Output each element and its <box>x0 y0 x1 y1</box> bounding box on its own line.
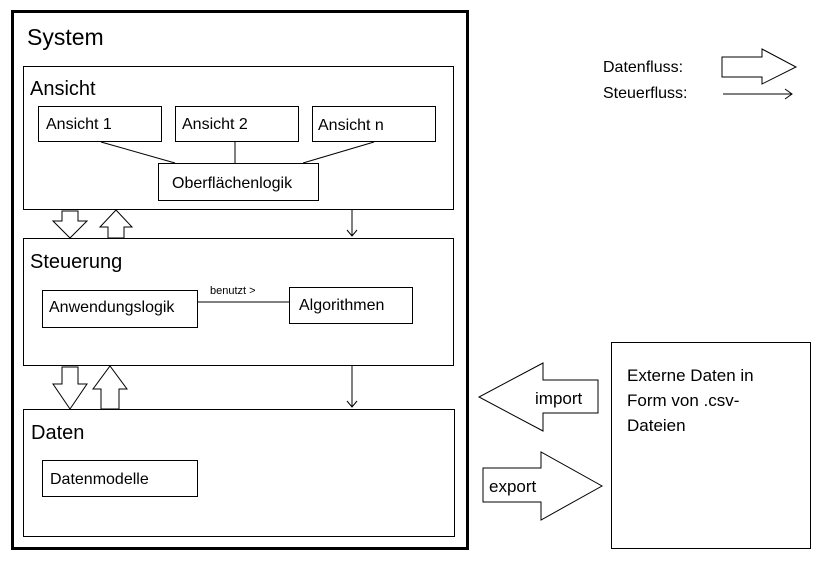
data-models-box <box>42 460 198 497</box>
uses-relation-label: benutzt > <box>210 285 256 297</box>
connector-viewn-logic <box>302 141 375 164</box>
connector-view1-logic <box>100 141 176 164</box>
external-data-text-line3: Dateien <box>627 416 686 435</box>
legend-data-flow-label: Datenfluss: <box>603 59 684 76</box>
app-logic-box <box>42 290 198 328</box>
legend-control-flow-arrow-head <box>784 88 793 100</box>
external-data-box <box>611 342 811 549</box>
algorithms-label: Algorithmen <box>299 297 385 314</box>
data-models-label: Datenmodelle <box>50 471 149 488</box>
view-box-1-label: Ansicht 1 <box>46 116 112 133</box>
data-arrow-up-steuerung-ansicht <box>98 209 134 239</box>
view-box-1 <box>38 106 162 142</box>
ui-logic-box <box>158 163 319 201</box>
legend-data-flow-arrow <box>721 48 798 85</box>
view-box-n <box>312 106 436 142</box>
layer-steuerung-title: Steuerung <box>30 251 123 273</box>
data-arrow-down-ansicht-steuerung <box>51 210 89 239</box>
view-box-n-label: Ansicht n <box>318 117 384 134</box>
export-arrow <box>482 451 604 521</box>
data-arrow-down-steuerung-daten <box>52 366 88 410</box>
data-arrow-up-daten-steuerung <box>92 365 128 410</box>
export-label: export <box>489 477 537 496</box>
view-box-2-label: Ansicht 2 <box>182 116 248 133</box>
control-arrow-head-2 <box>346 400 358 408</box>
control-arrow-head-1 <box>346 229 358 237</box>
layer-ansicht-title: Ansicht <box>30 78 96 100</box>
external-data-text-line2: Form von .csv- <box>627 391 740 410</box>
system-title: System <box>27 24 104 50</box>
external-data-text-line1: Externe Daten in <box>627 366 754 385</box>
import-arrow <box>477 362 599 432</box>
import-label: import <box>535 389 583 408</box>
ui-logic-label: Oberflächenlogik <box>172 175 293 192</box>
legend-control-flow-label: Steuerfluss: <box>603 85 688 102</box>
algorithms-box <box>289 287 413 324</box>
layer-daten-title: Daten <box>31 422 85 444</box>
app-logic-label: Anwendungslogik <box>49 299 175 316</box>
view-box-2 <box>175 106 299 142</box>
